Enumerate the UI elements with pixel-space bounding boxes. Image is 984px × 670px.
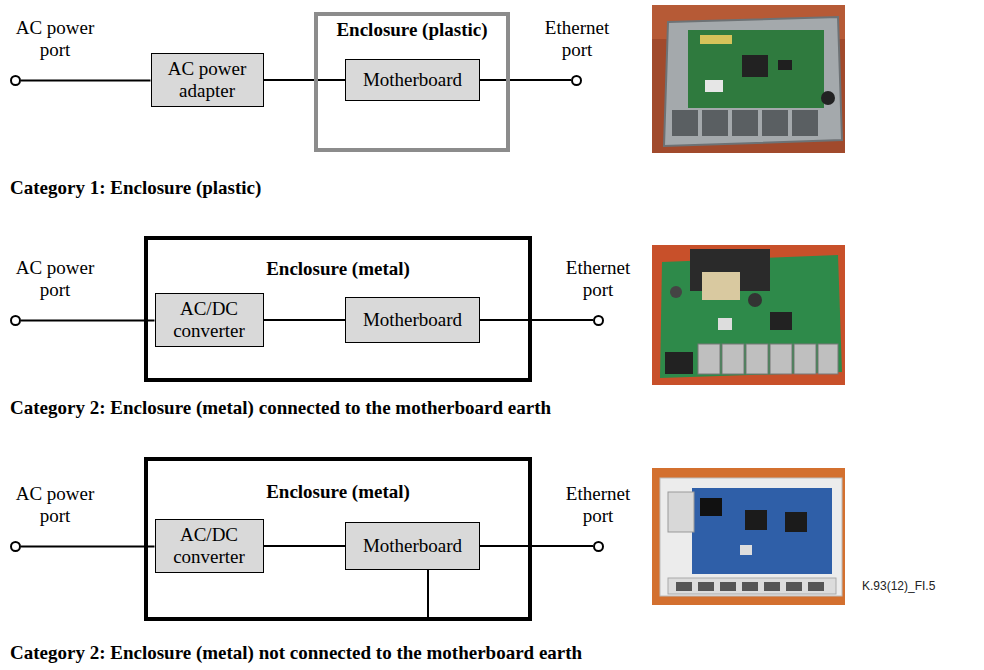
rj45-port: [672, 110, 698, 136]
port-label: Ethernet port: [532, 17, 622, 61]
connector-line: [264, 319, 346, 321]
function-block: AC/DC converter: [155, 519, 264, 574]
port-terminal: Ethernet port: [571, 75, 582, 86]
enclosure-box: Enclosure (plastic) Motherboard: [314, 12, 510, 152]
function-block: Motherboard: [345, 59, 480, 101]
chip: [785, 512, 807, 532]
port-terminal: AC power port: [10, 75, 21, 86]
connector-line: [264, 79, 346, 81]
rj45-port: [792, 110, 818, 136]
rj45-port: [720, 582, 736, 591]
figure-caption: Category 1: Enclosure (plastic): [10, 177, 261, 199]
rj45-port: [732, 110, 758, 136]
capacitor: [748, 293, 762, 307]
rj45-port: [786, 582, 802, 591]
capacitor: [670, 286, 682, 298]
port-terminal: Ethernet port: [593, 315, 604, 326]
component: [740, 545, 752, 555]
port-row: [668, 578, 836, 594]
port-terminal: AC power port: [10, 541, 21, 552]
rj45-port: [702, 110, 728, 136]
connector-line: [21, 320, 155, 322]
function-block: Motherboard: [345, 297, 480, 343]
block-label: Motherboard: [363, 309, 462, 331]
rj45-port: [770, 344, 792, 374]
figure-id: K.93(12)_FI.5: [862, 580, 935, 594]
circuit-board: [688, 30, 824, 108]
photo-background: [652, 245, 845, 385]
connector-line: [21, 546, 155, 548]
port-terminal: AC power port: [10, 315, 21, 326]
power-jack: [821, 91, 835, 105]
component: [718, 318, 732, 330]
port-terminal: Ethernet port: [593, 541, 604, 552]
block-label: AC/DC converter: [162, 524, 257, 568]
figure-caption: Category 2: Enclosure (metal) connected …: [10, 397, 551, 419]
rj45-port: [698, 344, 720, 374]
rj45-port: [818, 344, 838, 374]
enclosure-title: Enclosure (metal): [148, 481, 528, 503]
enclosure-box: Enclosure (metal) AC/DC converter Motherbo…: [144, 236, 532, 382]
function-block: Motherboard: [345, 522, 480, 570]
rj45-port: [762, 110, 788, 136]
port-label: Ethernet port: [553, 257, 643, 301]
connector-line: [264, 545, 346, 547]
function-block: AC/DC converter: [155, 293, 264, 348]
rj45-port: [746, 344, 768, 374]
rj45-port: [698, 582, 714, 591]
enclosure-title: Enclosure (plastic): [318, 19, 506, 41]
block-label: AC power adapter: [158, 58, 257, 102]
chip: [778, 60, 792, 70]
plastic-case: [664, 17, 842, 146]
figure-caption: Category 2: Enclosure (metal) not connec…: [10, 642, 582, 664]
rj45-port: [722, 344, 744, 374]
connector-line: [480, 79, 571, 81]
port-label: AC power port: [10, 17, 100, 61]
connector-line: [427, 570, 429, 619]
photo-plastic-switch: [652, 5, 845, 153]
circuit-board: [692, 488, 832, 574]
photo-background: [652, 5, 845, 153]
connector-line: [480, 319, 593, 321]
rj45-port: [794, 344, 816, 374]
chip: [745, 510, 767, 530]
block-label: AC/DC converter: [162, 298, 257, 342]
connector: [700, 498, 722, 516]
photo-metal-switch-a: [652, 245, 845, 385]
function-block: AC power adapter: [151, 53, 264, 108]
photo-background: [652, 468, 845, 605]
rj45-port: [808, 582, 824, 591]
connector-line: [21, 80, 151, 82]
enclosure-box: Enclosure (metal) AC/DC converter Motherbo…: [144, 457, 532, 621]
rj45-port: [764, 582, 780, 591]
power-module: [668, 492, 694, 532]
transformer: [702, 272, 740, 300]
component: [705, 80, 723, 92]
chip: [742, 55, 768, 77]
block-label: Motherboard: [363, 69, 462, 91]
metal-case: [660, 478, 842, 596]
chip: [770, 312, 792, 330]
terminal-block: [665, 352, 693, 374]
port-label: AC power port: [10, 257, 100, 301]
port-label: Ethernet port: [553, 483, 643, 527]
block-label: Motherboard: [363, 535, 462, 557]
connector-line: [480, 545, 593, 547]
rj45-port: [742, 582, 758, 591]
port-label: AC power port: [10, 483, 100, 527]
enclosure-title: Enclosure (metal): [148, 258, 528, 280]
pin-header: [700, 35, 732, 44]
photo-metal-switch-b: [652, 468, 845, 605]
rj45-port: [676, 582, 692, 591]
